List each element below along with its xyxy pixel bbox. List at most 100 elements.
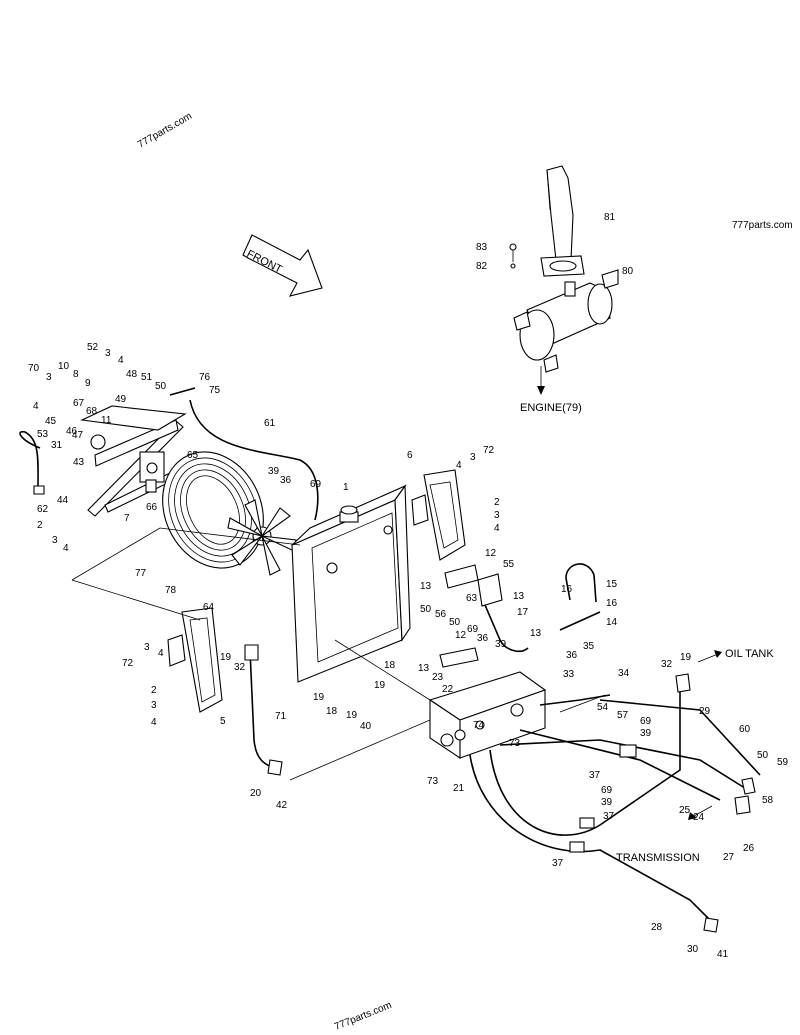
callout: 7 xyxy=(124,513,130,524)
callout: 10 xyxy=(58,361,70,372)
callout: 18 xyxy=(384,660,396,671)
callout: 42 xyxy=(276,800,288,811)
hose-71 xyxy=(249,649,276,769)
callout: 44 xyxy=(57,495,69,506)
callout: 39 xyxy=(495,639,507,650)
callout: 61 xyxy=(264,418,276,429)
callout: 59 xyxy=(777,757,789,768)
callout: 19 xyxy=(680,652,692,663)
watermark: 777parts.com xyxy=(136,111,194,151)
callout: 37 xyxy=(603,811,615,822)
front-arrow: FRONT xyxy=(242,234,323,297)
callout: 24 xyxy=(693,812,705,823)
callout: 36 xyxy=(280,475,292,486)
callout: 32 xyxy=(661,659,673,670)
callout: 57 xyxy=(617,710,629,721)
callout: 22 xyxy=(442,684,454,695)
callout: 14 xyxy=(606,617,618,628)
callout: 39 xyxy=(268,466,280,477)
radiator xyxy=(291,484,411,683)
callout: 30 xyxy=(687,944,699,955)
callout: 35 xyxy=(583,641,595,652)
callout: 46 xyxy=(66,426,78,437)
clamp xyxy=(569,841,585,853)
callout: 4 xyxy=(63,543,69,554)
callout: 68 xyxy=(86,406,98,417)
callout: 36 xyxy=(566,650,578,661)
callout: 3 xyxy=(144,642,150,653)
callout: 33 xyxy=(563,669,575,680)
callout: 60 xyxy=(739,724,751,735)
transmission-label: TRANSMISSION xyxy=(616,852,700,864)
exhaust-bolt xyxy=(509,243,517,269)
leader-lines xyxy=(71,527,606,781)
callout: 80 xyxy=(622,266,634,277)
valve-block xyxy=(428,671,547,760)
callout: 70 xyxy=(28,363,40,374)
callout: 13 xyxy=(418,663,430,674)
hose-bundle xyxy=(469,690,761,921)
oil-tank-label: OIL TANK xyxy=(725,648,774,660)
callout: 77 xyxy=(135,568,147,579)
callout: 13 xyxy=(420,581,432,592)
callout: 1 xyxy=(343,482,349,493)
callout: 69 xyxy=(601,785,613,796)
callout: 50 xyxy=(155,381,167,392)
callout: 29 xyxy=(699,706,711,717)
callout: 83 xyxy=(476,242,488,253)
callout: 17 xyxy=(517,607,529,618)
callout: 5 xyxy=(220,716,226,727)
callout: 21 xyxy=(453,783,465,794)
callout: 69 xyxy=(310,479,322,490)
callout: 27 xyxy=(723,852,735,863)
callout: 73 xyxy=(509,738,521,749)
callout: 28 xyxy=(651,922,663,933)
callout: 58 xyxy=(762,795,774,806)
callout: 52 xyxy=(87,342,99,353)
callout: 72 xyxy=(122,658,134,669)
callout: 37 xyxy=(552,858,564,869)
callout: 74 xyxy=(473,720,485,731)
fan-shroud xyxy=(162,451,264,569)
callout: 75 xyxy=(209,385,221,396)
callout: 11 xyxy=(101,415,112,426)
callout: 39 xyxy=(601,797,613,808)
callout: 54 xyxy=(597,702,609,713)
callout: 9 xyxy=(85,378,91,389)
callout: 13 xyxy=(513,591,525,602)
callout: 53 xyxy=(37,429,49,440)
clamp xyxy=(619,744,637,758)
callout: 40 xyxy=(360,721,372,732)
callout: 56 xyxy=(435,609,447,620)
callout: 50 xyxy=(757,750,769,761)
callout-labels: 81 83 82 80 52 3 4 70 3 4 10 8 9 48 51 5… xyxy=(28,212,789,960)
callout: 26 xyxy=(743,843,755,854)
callout: 39 xyxy=(640,728,652,739)
callout: 4 xyxy=(118,355,124,366)
callout: 51 xyxy=(141,372,153,383)
cooling-fan xyxy=(227,499,297,576)
callout: 4 xyxy=(151,717,157,728)
callout: 19 xyxy=(346,710,358,721)
clamp xyxy=(579,817,595,829)
callout: 64 xyxy=(203,602,215,613)
callout: 19 xyxy=(220,652,232,663)
callout: 31 xyxy=(51,440,63,451)
callout: 8 xyxy=(73,369,79,380)
hose-61 xyxy=(189,399,319,521)
callout: 3 xyxy=(46,372,52,383)
coolant-pipes xyxy=(439,563,601,668)
callout: 2 xyxy=(494,497,500,508)
callout: 12 xyxy=(455,630,467,641)
callout: 67 xyxy=(73,398,85,409)
callout: 13 xyxy=(530,628,542,639)
exhaust-pipe xyxy=(540,165,585,277)
callout: 76 xyxy=(199,372,211,383)
callout: 47 xyxy=(72,430,84,441)
callout: 12 xyxy=(485,548,497,559)
muffler xyxy=(513,269,619,373)
callout: 3 xyxy=(470,452,476,463)
callout: 3 xyxy=(52,535,58,546)
callout: 71 xyxy=(275,711,287,722)
